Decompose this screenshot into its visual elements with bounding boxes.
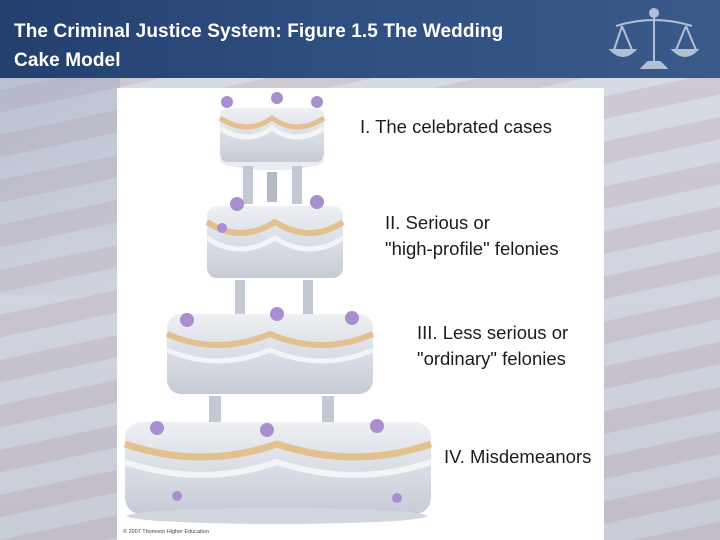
cake-tier-1: [218, 92, 326, 204]
cake-tier-4: [123, 419, 433, 524]
tier-label-celebrated-cases: I. The celebrated cases: [360, 116, 552, 137]
title-bar: The Criminal Justice System: Figure 1.5 …: [0, 0, 720, 78]
cake-tier-3: [165, 307, 375, 424]
tier-label-serious-felonies: II. Serious or "high-profile" felonies: [385, 212, 559, 259]
tier-label-misdemeanors: IV. Misdemeanors: [444, 446, 592, 467]
scales-of-justice-icon: [608, 8, 700, 69]
slide-title: The Criminal Justice System: Figure 1.5 …: [14, 21, 504, 71]
tier-label-ordinary-felonies: III. Less serious or "ordinary" felonies: [417, 322, 569, 369]
wedding-cake-figure: I. The celebrated cases II. Serious or "…: [117, 88, 604, 540]
cake-tier-2: [205, 195, 345, 316]
flag-background-detail: [0, 75, 120, 295]
wedding-cake-illustration: [123, 92, 433, 524]
copyright-notice: © 2007 Thomson Higher Education: [123, 529, 209, 535]
